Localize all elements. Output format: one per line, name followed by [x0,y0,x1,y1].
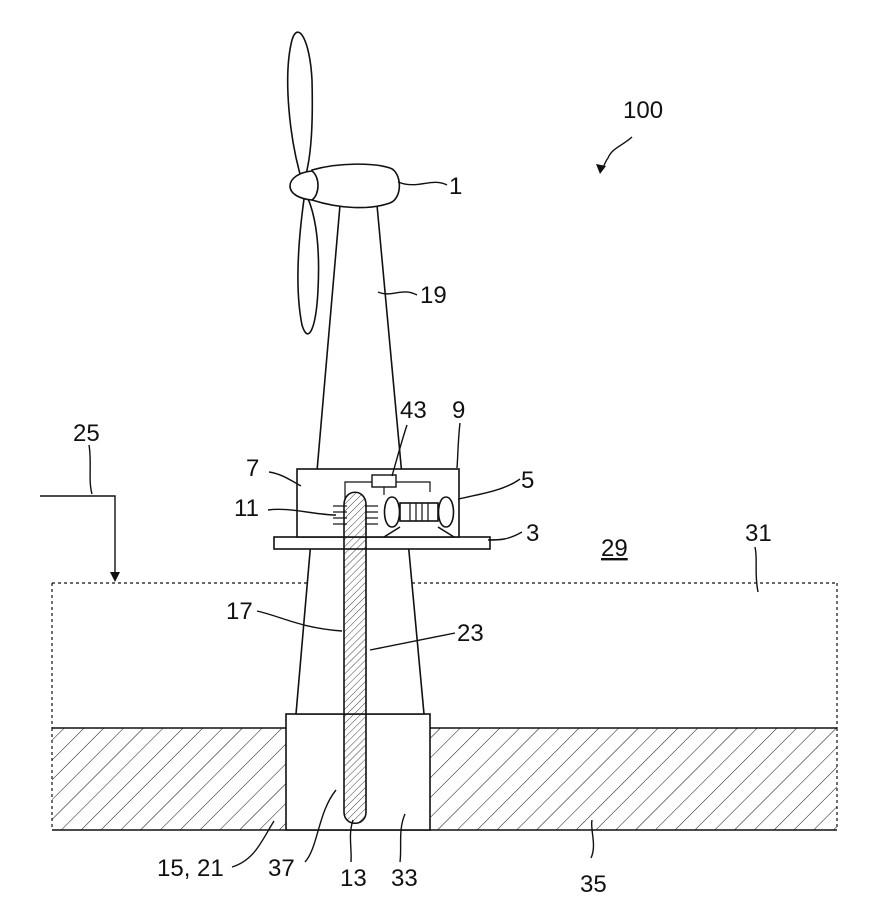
label-foundation: 33 [391,865,418,892]
sensor-box [372,475,396,487]
assembly-arrow [596,137,632,174]
label-cable: 23 [457,620,484,647]
label-housing-wall: 7 [246,455,259,482]
label-seabed: 35 [580,871,607,898]
label-air-space: 29 [601,535,628,562]
cable [344,492,366,823]
label-cable-sheath: 17 [226,598,253,625]
label-water: 31 [745,520,772,547]
water-region [52,583,837,728]
label-coil: 11 [234,495,259,522]
label-housing: 9 [452,397,465,424]
label-tower: 19 [420,282,447,309]
label-sensor: 43 [400,397,427,424]
seabed [52,728,837,830]
label-foundation-base: 15, 21 [157,855,224,882]
label-assembly: 100 [623,97,663,124]
label-platform: 3 [526,520,539,547]
platform [274,537,490,549]
label-hub: 1 [449,173,462,200]
label-water-level: 25 [73,420,100,447]
label-generator: 5 [521,467,534,494]
label-cable-tip: 13 [340,865,367,892]
label-cable-end: 37 [268,855,295,882]
water-level-arrow [40,496,120,582]
